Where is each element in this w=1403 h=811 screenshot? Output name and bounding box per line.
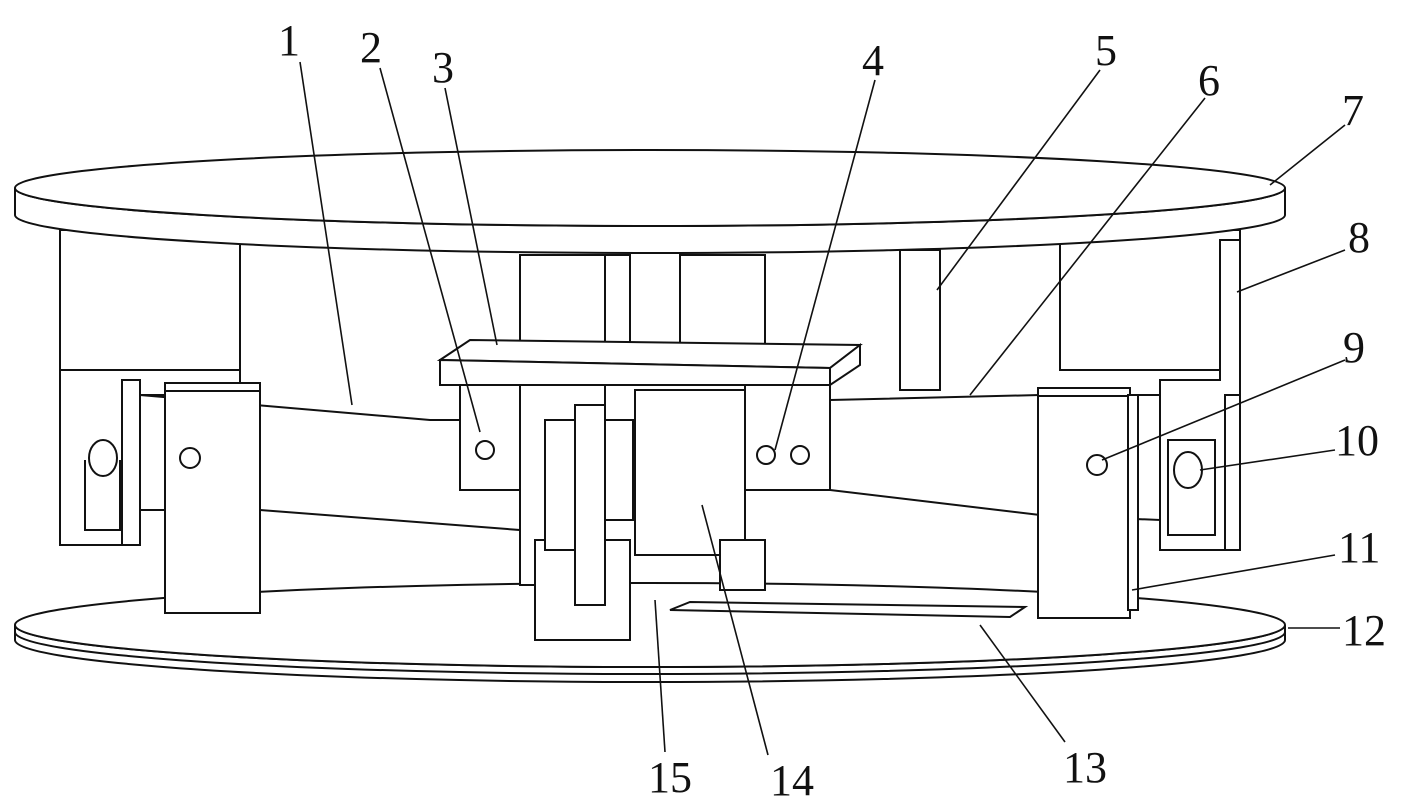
left-slider bbox=[165, 383, 260, 613]
part-label-11: 11 bbox=[1338, 523, 1380, 572]
part-label-7: 7 bbox=[1342, 86, 1364, 135]
post-5 bbox=[900, 250, 940, 390]
part-label-6: 6 bbox=[1198, 56, 1220, 105]
part-label-10: 10 bbox=[1335, 416, 1379, 465]
right-slider bbox=[1038, 388, 1138, 618]
part-label-12: 12 bbox=[1342, 606, 1386, 655]
block-2 bbox=[460, 385, 520, 490]
part-label-8: 8 bbox=[1348, 213, 1370, 262]
part-label-4: 4 bbox=[862, 36, 884, 85]
part-label-3: 3 bbox=[432, 43, 454, 92]
part-label-13: 13 bbox=[1063, 743, 1107, 792]
part-label-2: 2 bbox=[360, 23, 382, 72]
part-label-15: 15 bbox=[648, 753, 692, 802]
part-label-1: 1 bbox=[278, 16, 300, 65]
part-label-14: 14 bbox=[770, 756, 814, 805]
column-14 bbox=[635, 390, 745, 555]
part-label-9: 9 bbox=[1343, 323, 1365, 372]
part-label-5: 5 bbox=[1095, 26, 1117, 75]
